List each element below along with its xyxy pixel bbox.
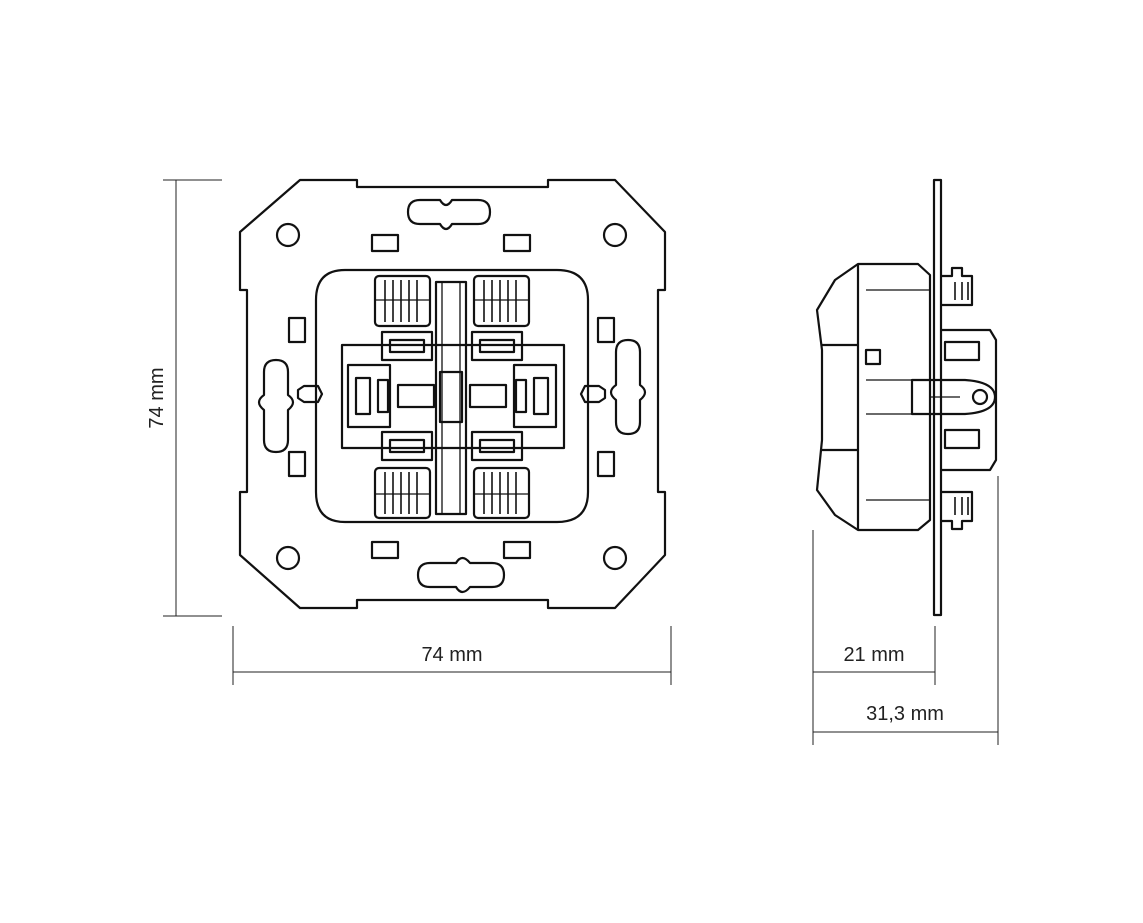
height-label: 74 mm: [146, 367, 168, 428]
dimension-width: 74 mm: [232, 626, 672, 685]
dimension-depth-front: 21 mm: [812, 530, 936, 745]
keyhole-slot-top: [406, 198, 492, 231]
side-mechanism-right: [468, 363, 558, 429]
rear-mechanism: [910, 328, 998, 472]
inner-housing: [314, 268, 590, 524]
depth-total-label: 31,3 mm: [866, 703, 944, 725]
clip-top: [941, 266, 974, 307]
corner-hole-bl: [275, 545, 301, 571]
slot-bl-2: [502, 540, 532, 560]
terminal-block-bottom-right: [470, 430, 531, 520]
side-view: [815, 178, 998, 617]
front-view: [238, 178, 667, 610]
side-body: [815, 262, 932, 532]
corner-hole-tr: [602, 222, 628, 248]
slot-l-2: [287, 450, 307, 478]
side-mechanism-left: [346, 363, 436, 429]
slot-r-2: [596, 450, 616, 478]
dimension-depth-total: 31,3 mm: [813, 476, 999, 745]
depth-front-label: 21 mm: [843, 644, 904, 666]
mounting-plate: [238, 178, 667, 610]
terminal-block-bottom-left: [373, 430, 434, 520]
terminal-block-top-right: [470, 274, 531, 362]
pin-left: [296, 384, 324, 404]
terminal-block-top-left: [373, 274, 434, 362]
inner-housing-frame: [340, 343, 566, 450]
slot-l-1: [287, 316, 307, 344]
dimension-height: 74 mm: [146, 179, 222, 617]
corner-hole-br: [602, 545, 628, 571]
slot-tl-1: [370, 233, 400, 253]
keyhole-slot-left: [257, 358, 295, 454]
pin-right: [579, 384, 607, 404]
corner-hole-tl: [275, 222, 301, 248]
central-spine: [434, 280, 468, 516]
slot-tl-2: [502, 233, 532, 253]
keyhole-slot-right: [609, 338, 647, 436]
width-label: 74 mm: [421, 644, 482, 666]
keyhole-slot-bottom: [416, 556, 506, 594]
slot-bl-1: [370, 540, 400, 560]
clip-bottom: [941, 490, 974, 531]
slot-r-1: [596, 316, 616, 344]
